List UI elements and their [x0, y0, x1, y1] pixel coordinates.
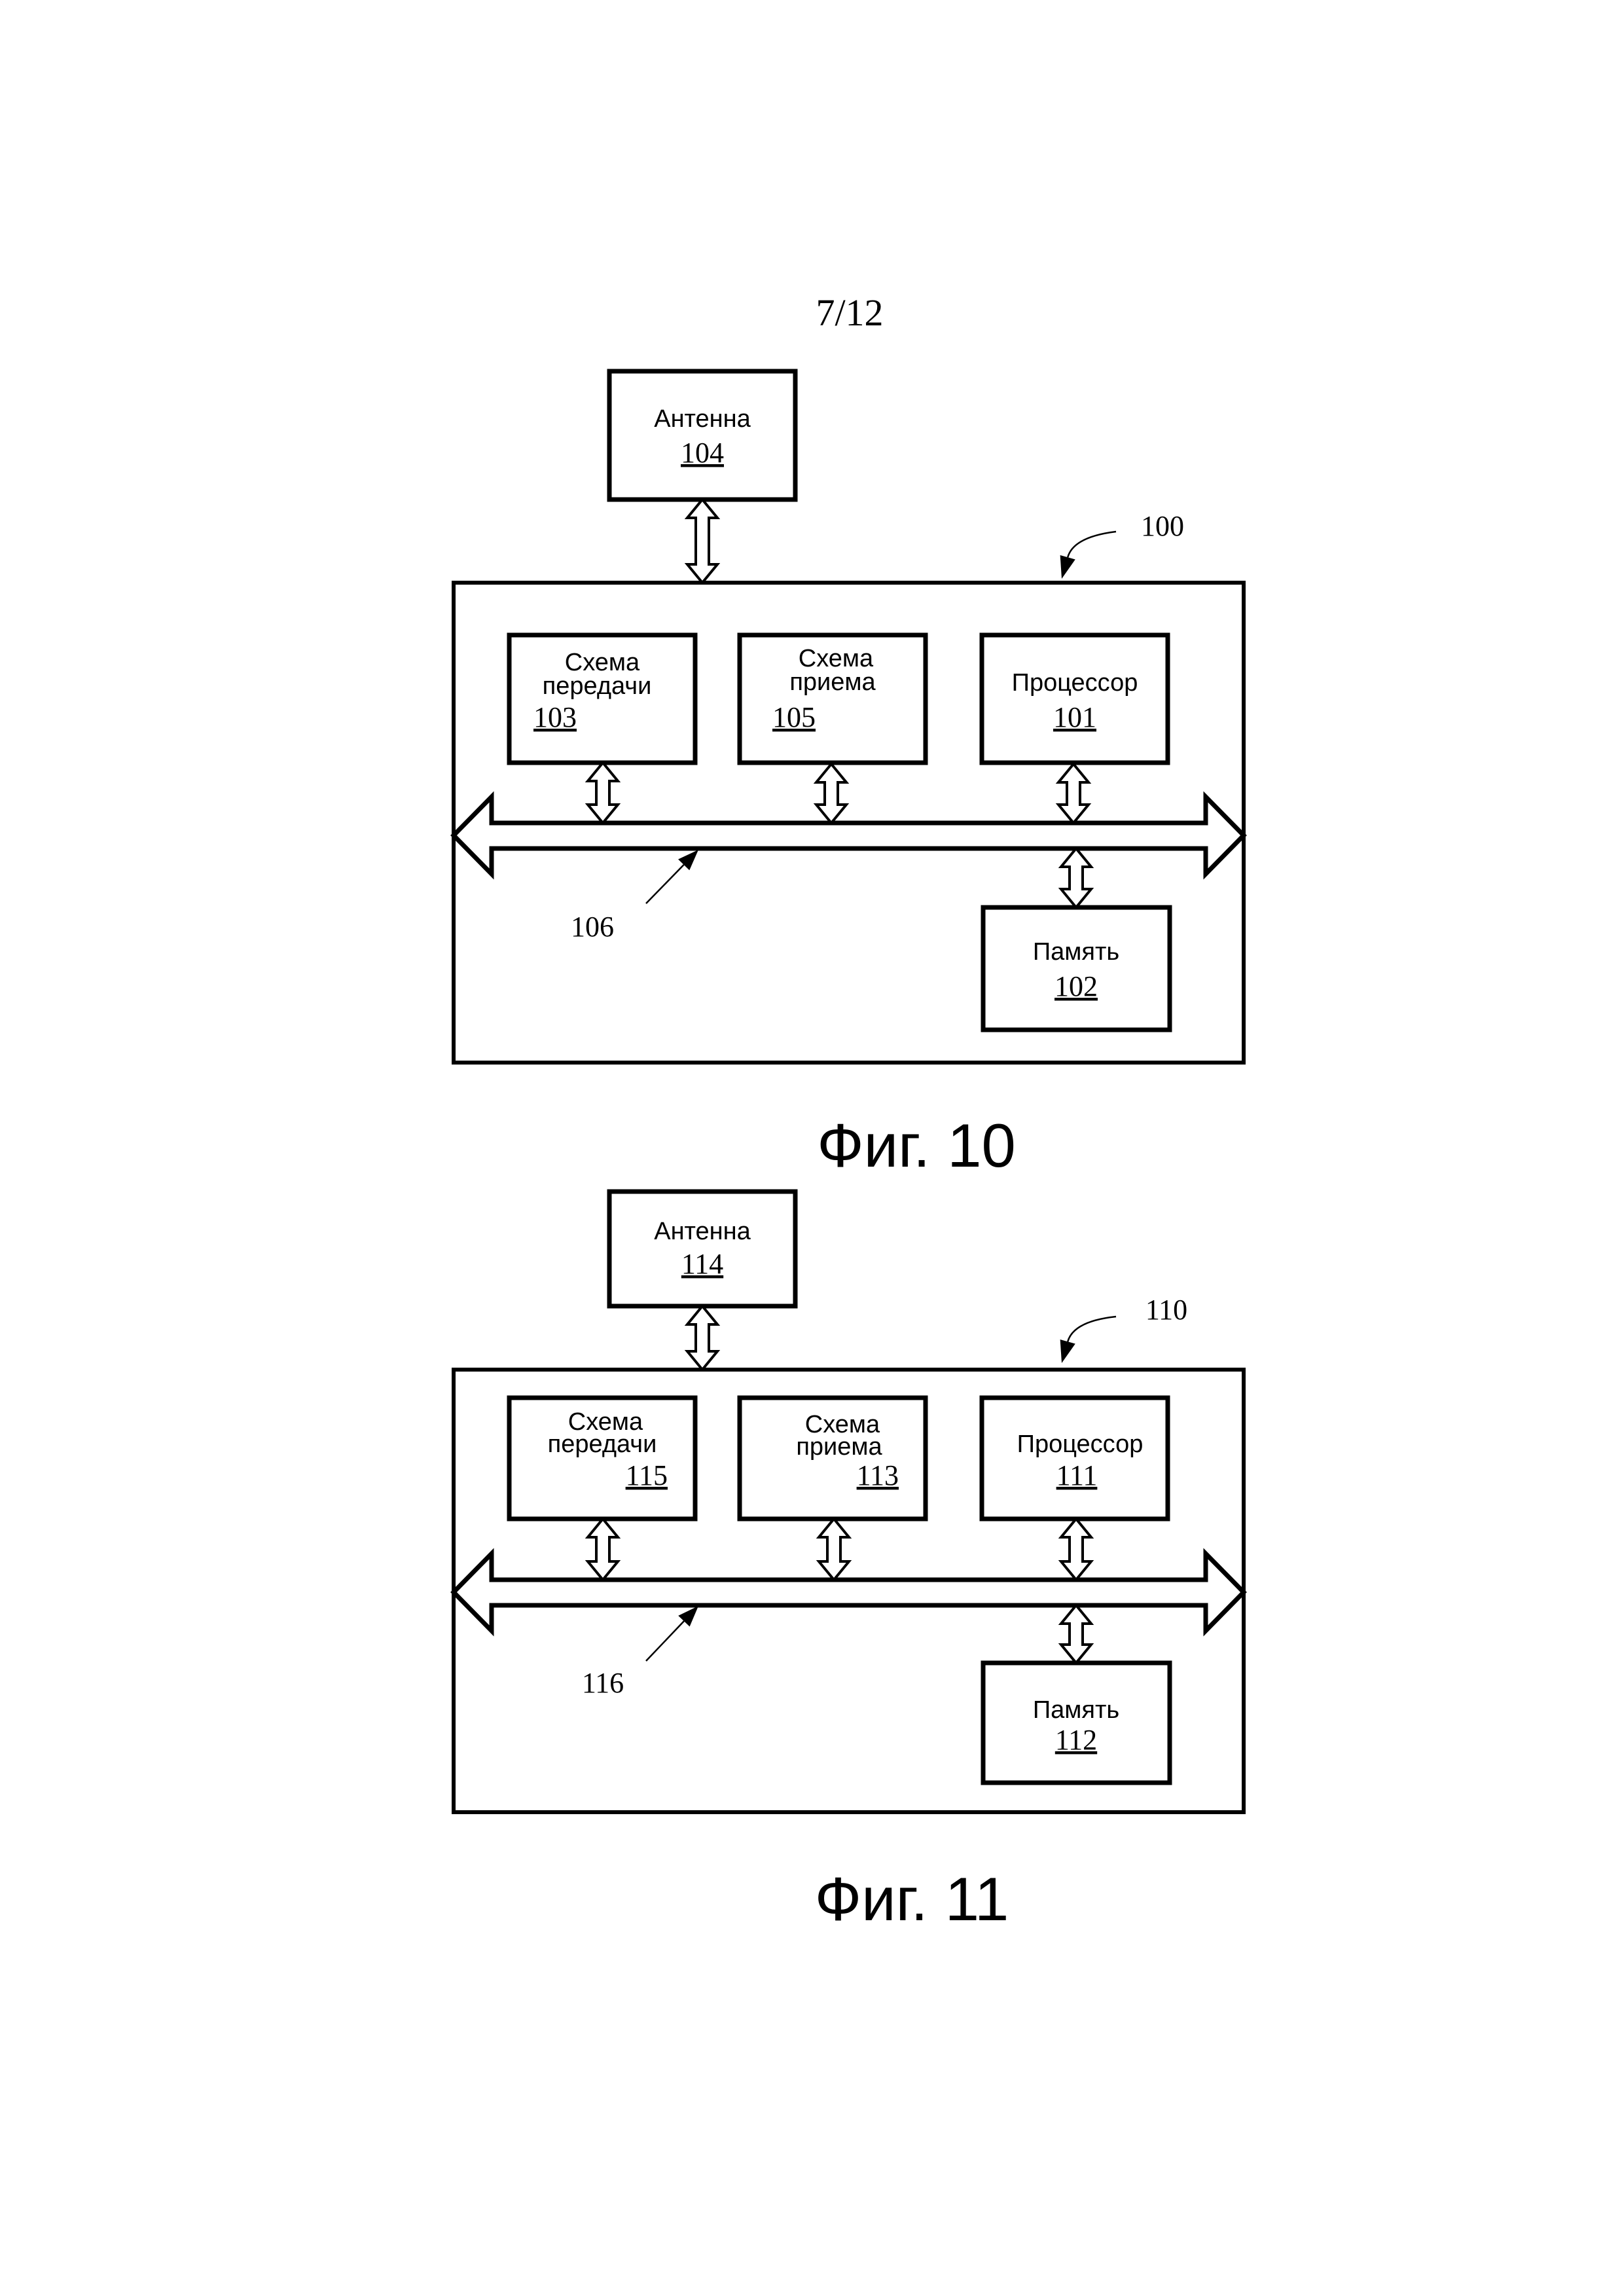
memory-ref: 112 [1055, 1724, 1097, 1756]
receive-circuit-ref: 105 [772, 701, 816, 733]
processor-label: Процессор [1012, 669, 1138, 697]
device-leader-curve [1060, 530, 1117, 579]
processor-bus-link-arrow [1058, 1516, 1094, 1582]
memory-label: Память [1033, 1696, 1119, 1724]
data-bus-arrow [450, 791, 1247, 880]
receive-bus-link-arrow [816, 1516, 852, 1582]
processor-block: Процессор 111 [979, 1395, 1170, 1522]
receive-circuit-block: Схема приема 105 [737, 632, 928, 765]
page-number: 7/12 [816, 291, 883, 334]
processor-box [979, 632, 1170, 765]
processor-block: Процессор 101 [979, 632, 1170, 765]
memory-box [981, 1660, 1172, 1785]
processor-box [979, 1395, 1170, 1522]
antenna-label: Антенна [654, 405, 751, 433]
leader-curve [1067, 1315, 1117, 1342]
antenna-ref: 104 [681, 437, 724, 469]
transmit-circuit-block: Схема передачи 115 [507, 1395, 698, 1522]
processor-ref: 111 [1056, 1459, 1098, 1491]
figure-10-block-diagram: Антенна 104 Схема передачи 103 Схема при… [450, 369, 1247, 1180]
figure-caption: Фиг. 10 [817, 1111, 1016, 1180]
transmit-circuit-ref: 103 [533, 701, 577, 733]
antenna-ref: 114 [681, 1248, 723, 1280]
leader-curve [1067, 530, 1117, 558]
antenna-box [607, 369, 798, 502]
bus-leader-line [645, 1606, 698, 1662]
bus-ref-label: 106 [571, 911, 614, 943]
transmit-bus-link-arrow [585, 1516, 621, 1582]
leader-arrowhead-icon [678, 850, 698, 871]
transmit-circuit-label-line2: передачи [548, 1430, 657, 1458]
bus-leader-line [645, 850, 698, 904]
antenna-box [607, 1189, 798, 1309]
receive-bus-link-arrow [813, 761, 850, 826]
antenna-link-arrow [684, 497, 721, 585]
memory-block: Память 102 [981, 905, 1172, 1032]
figure-11-block-diagram: Антенна 114 Схема передачи 115 Схема при… [450, 1189, 1247, 1933]
leader-arrowhead-icon [1060, 1339, 1075, 1363]
receive-circuit-label-line2: приема [789, 668, 876, 696]
transmit-circuit-label-line1: Схема [565, 649, 640, 676]
transmit-circuit-block: Схема передачи 103 [507, 632, 698, 765]
leader-arrowhead-icon [1060, 555, 1075, 579]
data-bus-arrow [450, 1548, 1247, 1637]
figure-caption: Фиг. 11 [815, 1865, 1009, 1933]
processor-bus-link-arrow [1055, 761, 1092, 826]
transmit-circuit-ref: 115 [626, 1459, 668, 1491]
transmit-circuit-label-line2: передачи [543, 672, 652, 700]
receive-circuit-box [737, 632, 928, 765]
memory-label: Память [1033, 938, 1119, 966]
memory-ref: 102 [1054, 970, 1098, 1002]
leader-line [645, 864, 685, 904]
processor-label: Процессор [1017, 1430, 1144, 1458]
antenna-label: Антенна [654, 1218, 751, 1245]
receive-circuit-block: Схема приема 113 [737, 1395, 928, 1522]
antenna-block: Антенна 114 [607, 1189, 798, 1309]
leader-arrowhead-icon [678, 1606, 698, 1627]
device-outline [452, 581, 1246, 1065]
transmit-bus-link-arrow [585, 760, 621, 826]
receive-circuit-ref: 113 [857, 1459, 899, 1491]
receive-circuit-label-line1: Схема [805, 1411, 880, 1438]
bus-ref-label: 116 [582, 1667, 624, 1699]
memory-block: Память 112 [981, 1660, 1172, 1785]
device-leader-curve [1060, 1315, 1117, 1363]
antenna-link-arrow [684, 1303, 721, 1372]
transmit-circuit-box [507, 1395, 698, 1522]
memory-box [981, 905, 1172, 1032]
receive-circuit-label-line1: Схема [799, 645, 874, 672]
memory-bus-link-arrow [1058, 1603, 1094, 1666]
transmit-circuit-label-line1: Схема [568, 1408, 643, 1436]
device-ref-label: 110 [1145, 1294, 1187, 1326]
device-ref-label: 100 [1141, 510, 1184, 542]
processor-ref: 101 [1053, 701, 1096, 733]
antenna-block: Антенна 104 [607, 369, 798, 502]
memory-bus-link-arrow [1058, 846, 1094, 910]
receive-circuit-box [737, 1395, 928, 1522]
leader-line [645, 1620, 685, 1662]
receive-circuit-label-line2: приема [796, 1433, 882, 1461]
